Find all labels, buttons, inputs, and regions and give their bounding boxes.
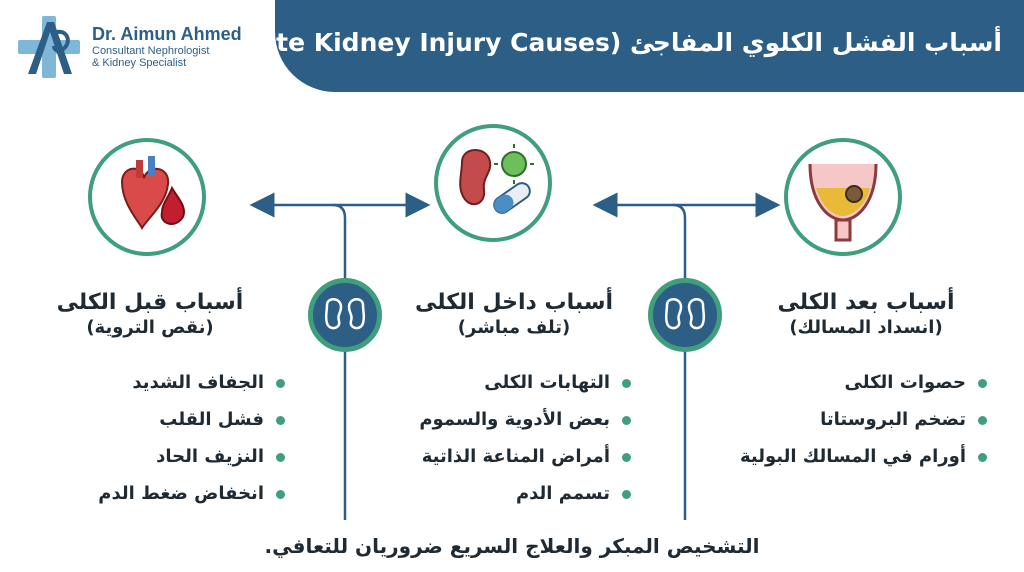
brand-subtitle-1: Consultant Nephrologist (92, 45, 210, 57)
bullet-dot (622, 379, 631, 388)
logo-icon (18, 16, 80, 78)
intrinsic-subtitle: (تلف مباشر) (457, 317, 571, 338)
bullet-dot (622, 416, 631, 425)
kidney-virus-pill-icon (459, 144, 534, 214)
bullet-dot (978, 416, 987, 425)
prerenal-subtitle: (نقص التروية) (86, 317, 214, 338)
prerenal-heading: أسباب قبل الكلى (نقص التروية) (30, 290, 270, 338)
list-item: تسمم الدم (515, 483, 610, 504)
postrenal-subtitle: (انسداد المسالك) (789, 317, 943, 338)
bullet-dot (622, 490, 631, 499)
intrinsic-icon-circle (434, 124, 552, 242)
bladder-stone-icon (808, 163, 878, 242)
list-item: الجفاف الشديد (132, 372, 264, 393)
list-item: حصوات الكلى (844, 372, 966, 393)
bullet-dot (978, 379, 987, 388)
kidneys-icon (324, 298, 366, 330)
kidneys-icon (664, 298, 706, 330)
postrenal-heading: أسباب بعد الكلى (انسداد المسالك) (746, 290, 986, 338)
list-item: التهابات الكلى (484, 372, 610, 393)
list-item: انخفاض ضغط الدم (98, 483, 264, 504)
intrinsic-title: أسباب داخل الكلى (415, 290, 613, 315)
bullet-dot (276, 416, 285, 425)
heart-icon (120, 156, 186, 230)
list-item: النزيف الحاد (156, 446, 264, 467)
page-title: أسباب الفشل الكلوي المفاجئ (Acute Kidney… (212, 28, 1002, 57)
postrenal-title: أسباب بعد الكلى (777, 290, 955, 315)
bullet-dot (276, 453, 285, 462)
footer-note: التشخيص المبكر والعلاج السريع ضروريان لل… (264, 534, 760, 558)
bullet-dot (622, 453, 631, 462)
list-item: فشل القلب (159, 409, 264, 430)
bullet-dot (276, 490, 285, 499)
intrinsic-heading: أسباب داخل الكلى (تلف مباشر) (394, 290, 634, 338)
header-band (275, 0, 1024, 92)
brand-subtitle-2: & Kidney Specialist (92, 57, 187, 69)
list-item: بعض الأدوية والسموم (419, 409, 610, 430)
list-item: أورام في المسالك البولية (739, 446, 966, 467)
list-item: أمراض المناعة الذاتية (421, 446, 610, 467)
prerenal-icon-circle (88, 138, 206, 256)
kidney-badge-left (308, 278, 382, 352)
bullet-dot (978, 453, 987, 462)
postrenal-icon-circle (784, 138, 902, 256)
list-item: تضخم البروستاتا (820, 409, 966, 430)
bullet-dot (276, 379, 285, 388)
brand-name: Dr. Aimun Ahmed (92, 24, 242, 44)
prerenal-title: أسباب قبل الكلى (56, 290, 244, 315)
kidney-badge-right (648, 278, 722, 352)
brand: Dr. Aimun Ahmed Consultant Nephrologist … (92, 24, 242, 69)
